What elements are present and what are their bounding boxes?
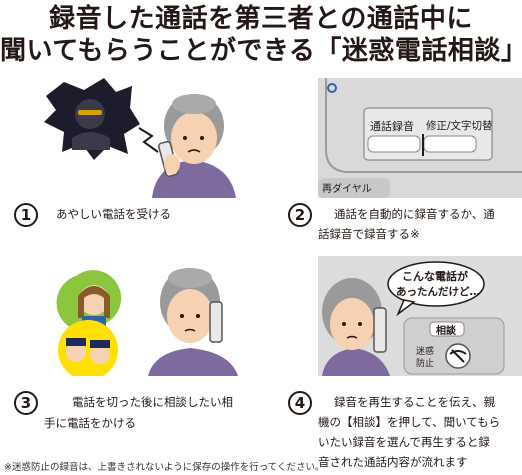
consult-button-label: 相談 bbox=[436, 326, 456, 337]
step-4-text-line-2: 機の【相談】を押して、聞いてもら bbox=[318, 415, 501, 429]
edit-button-label: 修正/文字切替 bbox=[426, 120, 493, 132]
step-4-text-line-1: 録音を再生することを伝え、親 bbox=[334, 395, 495, 409]
nuisance-label-line-1: 迷惑 bbox=[416, 347, 435, 357]
illustration-device-buttons: 通話録音 修正/文字切替 再ダイヤル bbox=[318, 78, 522, 198]
footnote: ※迷惑防止の録音は、上書きされないように保存の操作を行ってください。 bbox=[4, 462, 325, 473]
step-4-number: 4 bbox=[288, 391, 312, 415]
illustration-consult-playback: こんな電話が あったんだけど… 相談 迷惑 防止 bbox=[318, 256, 522, 376]
speech-bubble-line-1: こんな電話が bbox=[402, 270, 468, 283]
step-4-text-line-4: 音された通話内容が流れます bbox=[318, 455, 468, 469]
step-4-text-line-3: いたい録音を選んで再生すると録 bbox=[318, 435, 490, 449]
headline-line-1: 録音した通話を第三者との通話中に bbox=[49, 4, 473, 34]
headline-line-2: 聞いてもらうことができる「迷惑電話相談」 bbox=[0, 36, 522, 66]
step-2-number: 2 bbox=[288, 203, 312, 227]
speech-bubble-line-2: あったんだけど… bbox=[396, 286, 480, 298]
illustration-suspicious-call bbox=[44, 78, 260, 198]
step-3-number: 3 bbox=[14, 391, 38, 415]
illustration-call-helper bbox=[44, 256, 260, 376]
step-3-text-line-1: 電話を切った後に相談したい相 bbox=[72, 395, 233, 409]
step-2-text-line-1: 通話を自動的に録音するか、通 bbox=[334, 207, 495, 221]
step-2-text-line-2: 話録音で録音する※ bbox=[318, 227, 420, 241]
step-3-text-line-2: 手に電話をかける bbox=[44, 416, 136, 430]
nuisance-label-line-2: 防止 bbox=[416, 359, 435, 369]
step-1-number: 1 bbox=[14, 203, 38, 227]
step-1-text: あやしい電話を受ける bbox=[56, 207, 171, 221]
record-button-label: 通話録音 bbox=[370, 120, 414, 133]
redial-label: 再ダイヤル bbox=[322, 184, 372, 195]
